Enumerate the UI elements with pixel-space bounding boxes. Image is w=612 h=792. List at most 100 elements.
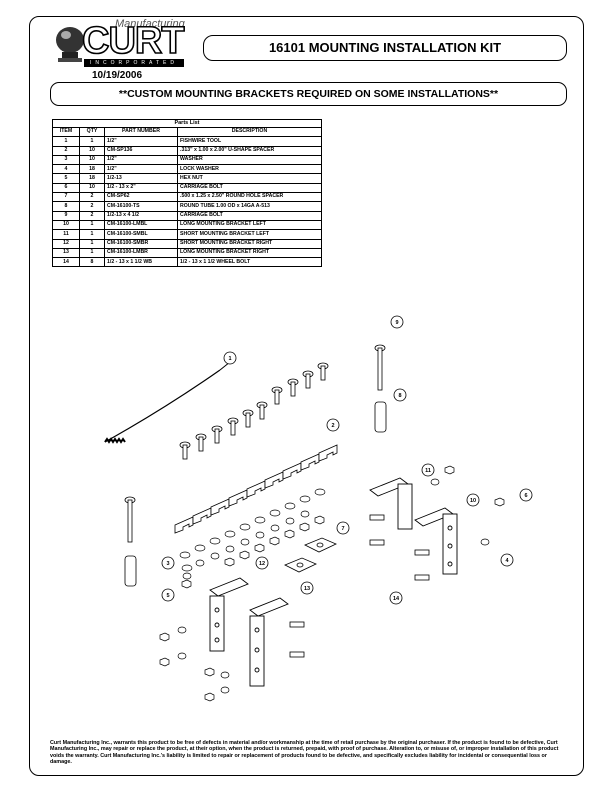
cell-item: 1 [52, 136, 80, 147]
cell-item: 11 [52, 229, 80, 240]
cell-item: 5 [52, 173, 80, 184]
cell-item: 13 [52, 247, 80, 259]
cell-description: 1/2 - 13 x 1 1/2 WHEEL BOLT [177, 257, 322, 268]
callout-circle [223, 351, 237, 365]
page-frame [29, 16, 584, 776]
cell-item: 2 [52, 145, 80, 156]
callout-number: 14 [393, 596, 400, 602]
logo-manufacturing-text: Manufacturing [115, 18, 185, 30]
hitch-ball-icon [56, 27, 84, 62]
cell-part-number: 1/2" [104, 154, 178, 166]
col-part-number-header: PART NUMBER [104, 126, 178, 138]
mounting-brackets-drawing [209, 477, 458, 687]
cell-qty: 2 [79, 192, 105, 203]
parts-list-caption: Parts List [52, 119, 322, 127]
cell-part-number: CM-16100-LMBL [104, 219, 178, 231]
callout-number: 2 [331, 423, 334, 429]
logo-incorporated-bar: INCORPORATED [84, 59, 184, 67]
cell-description: LOCK WASHER [177, 164, 322, 175]
callout-circle [255, 556, 269, 570]
cell-item: 14 [52, 257, 80, 268]
warranty-text: Curt Manufacturing Inc., warrants this p… [50, 740, 559, 766]
cell-description: .500 x 1.25 x 2.50" ROUND HOLE SPACER [177, 192, 322, 203]
round-hole-spacers-drawing [284, 537, 337, 573]
callout-circle [326, 418, 340, 432]
cell-part-number: CM-SP62 [104, 192, 178, 203]
callout-number: 4 [505, 558, 509, 564]
cell-part-number: 1/2 - 13 x 2" [104, 182, 178, 194]
callout-circle [161, 556, 175, 570]
cell-part-number: CM-16100-TS [104, 201, 178, 212]
callout-number: 13 [304, 586, 310, 592]
callout-number: 9 [395, 320, 398, 326]
cell-part-number: 1/2" [104, 136, 178, 147]
washers-and-nuts-drawing [179, 488, 326, 589]
cell-description: CARRIAGE BOLT [177, 182, 322, 194]
cell-qty: 2 [79, 201, 105, 212]
cell-description: LONG MOUNTING BRACKET RIGHT [177, 247, 322, 259]
cell-part-number: 1/2-13 x 4 1/2 [104, 210, 178, 221]
cell-qty: 2 [79, 210, 105, 221]
cell-description: LONG MOUNTING BRACKET LEFT [177, 219, 322, 231]
col-qty-header: QTY [79, 126, 105, 138]
cell-qty: 18 [79, 173, 105, 184]
cell-part-number: 1/2" [104, 164, 178, 175]
callout-circle [390, 315, 404, 329]
callout-circle [466, 493, 480, 507]
cell-description: WASHER [177, 154, 322, 166]
cell-item: 3 [52, 154, 80, 166]
table-header-row: ITEM QTY PART NUMBER DESCRIPTION [52, 126, 322, 138]
cell-item: 12 [52, 238, 80, 249]
col-item-header: ITEM [52, 126, 80, 138]
cell-item: 4 [52, 164, 80, 175]
cell-qty: 10 [79, 182, 105, 194]
cell-qty: 1 [79, 219, 105, 231]
cell-qty: 8 [79, 257, 105, 268]
callout-circle [336, 521, 350, 535]
callout-number: 5 [166, 593, 169, 599]
callout-number: 7 [341, 526, 344, 532]
callout-number: 10 [470, 498, 476, 504]
cell-part-number: 1/2 - 13 x 1 1/2 WB [104, 257, 178, 268]
cell-qty: 10 [79, 145, 105, 156]
u-spacers-drawing [174, 444, 338, 534]
cell-description: FISHWIRE TOOL [177, 136, 322, 147]
long-bolt-and-tube-drawing [124, 344, 387, 587]
callout-number: 12 [259, 561, 265, 567]
cell-part-number: CM-16100-SMBL [104, 229, 178, 240]
page-title: 16101 MOUNTING INSTALLATION KIT [203, 35, 567, 61]
parts-list-table: Parts List ITEM QTY PART NUMBER DESCRIPT… [52, 119, 322, 268]
callout-number: 6 [524, 493, 527, 499]
cell-description: CARRIAGE BOLT [177, 210, 322, 221]
notice-banner: **CUSTOM MOUNTING BRACKETS REQUIRED ON S… [50, 82, 567, 106]
cell-qty: 10 [79, 154, 105, 166]
cell-item: 10 [52, 219, 80, 231]
carriage-bolts-drawing [179, 362, 329, 460]
callout-circle [389, 591, 403, 605]
cell-qty: 1 [79, 247, 105, 259]
document-date: 10/19/2006 [92, 70, 143, 81]
cell-part-number: 1/2-13 [104, 173, 178, 184]
cell-item: 8 [52, 201, 80, 212]
cell-qty: 1 [79, 229, 105, 240]
fishwire-tool-drawing [104, 361, 231, 444]
callout-number: 8 [398, 393, 401, 399]
cell-qty: 1 [79, 238, 105, 249]
cell-qty: 18 [79, 164, 105, 175]
cell-part-number: CM-16100-SMBR [104, 238, 178, 249]
callout-number: 1 [228, 356, 231, 362]
